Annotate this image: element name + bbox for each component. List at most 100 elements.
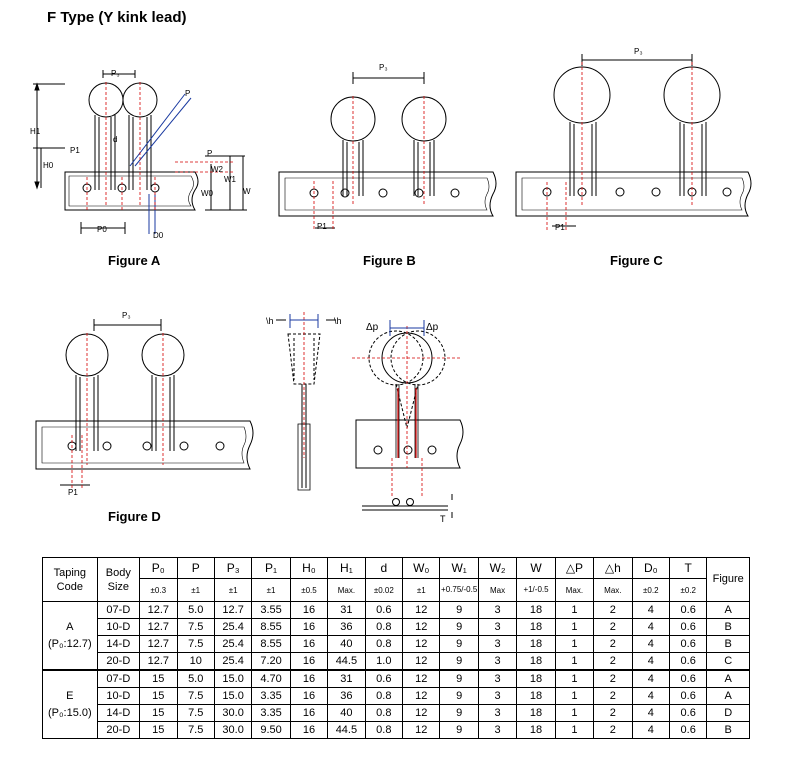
figure-b-drawing: P₃ P1 xyxy=(278,63,497,231)
header-w0: W₀ xyxy=(402,557,441,579)
header-p3: P₃ xyxy=(213,557,253,579)
fig-b-p3-label: P₃ xyxy=(379,63,388,72)
tol-delta-p: Max. xyxy=(554,578,595,602)
value-cell: 44.5 xyxy=(327,652,366,671)
value-cell: 31 xyxy=(327,601,366,619)
header-p1: P₁ xyxy=(251,557,291,579)
value-cell: 9 xyxy=(439,704,479,722)
value-cell: 12 xyxy=(402,721,441,739)
value-cell: 15.0 xyxy=(213,669,253,688)
value-cell: 12 xyxy=(402,601,441,619)
value-cell: 9 xyxy=(439,721,479,739)
fig-c-p3-label: P₃ xyxy=(634,47,643,56)
value-cell: 15 xyxy=(139,704,178,722)
taping-pitch: (P₀:12.7) xyxy=(47,637,92,650)
value-cell: 0.8 xyxy=(364,721,404,739)
value-cell: 4 xyxy=(631,635,670,653)
value-cell: 2 xyxy=(593,669,633,688)
value-cell: 16 xyxy=(289,721,329,739)
value-cell: 18 xyxy=(516,721,556,739)
side-view-drawing: \h \h xyxy=(266,312,342,491)
figure-c-drawing: P₃ P1 xyxy=(515,47,752,232)
value-cell: 12.7 xyxy=(139,635,178,653)
taping-code-cell: A(P₀:12.7) xyxy=(42,601,98,671)
value-cell: 18 xyxy=(516,669,556,688)
figure-d-drawing: P₃ P1 xyxy=(35,311,254,497)
value-cell: 7.5 xyxy=(176,687,215,705)
value-cell: 0.6 xyxy=(668,635,708,653)
value-cell: 40 xyxy=(327,635,366,653)
tol-d0: ±0.2 xyxy=(631,578,670,602)
tol-d: ±0.02 xyxy=(364,578,404,602)
value-cell: 0.6 xyxy=(668,721,708,739)
spec-table: Taping Code Body Size P₀ P P₃ P₁ H₀ H₁ d… xyxy=(42,557,750,739)
value-cell: 9 xyxy=(439,635,479,653)
value-cell: 16 xyxy=(289,601,329,619)
value-cell: 3.35 xyxy=(251,704,291,722)
fig-a-p-label: P xyxy=(185,89,190,98)
value-cell: 2 xyxy=(593,635,633,653)
figure-cell: C xyxy=(706,652,750,671)
value-cell: 15.0 xyxy=(213,687,253,705)
header-p0: P₀ xyxy=(139,557,178,579)
value-cell: 44.5 xyxy=(327,721,366,739)
tol-p0: ±0.3 xyxy=(139,578,178,602)
value-cell: 9.50 xyxy=(251,721,291,739)
figure-a-caption: Figure A xyxy=(108,253,161,268)
value-cell: 4 xyxy=(631,704,670,722)
tol-w: +1/-0.5 xyxy=(516,578,556,602)
value-cell: 36 xyxy=(327,618,366,636)
body-size-cell: 07-D xyxy=(96,669,141,688)
header-taping-code: Taping Code xyxy=(42,557,98,602)
header-d0: D₀ xyxy=(631,557,670,579)
tol-p3: ±1 xyxy=(213,578,253,602)
figure-cell: B xyxy=(706,635,750,653)
value-cell: 0.6 xyxy=(668,669,708,688)
value-cell: 30.0 xyxy=(213,721,253,739)
value-cell: 0.6 xyxy=(668,601,708,619)
value-cell: 15 xyxy=(139,687,178,705)
value-cell: 7.20 xyxy=(251,652,291,671)
value-cell: 0.8 xyxy=(364,618,404,636)
fig-d-p1-label: P1 xyxy=(68,488,78,497)
fig-a-pp-label: P xyxy=(207,149,212,158)
header-p: P xyxy=(176,557,215,579)
value-cell: 4 xyxy=(631,721,670,739)
header-taping-line1: Taping xyxy=(53,566,87,579)
value-cell: 3 xyxy=(477,652,518,671)
value-cell: 2 xyxy=(593,652,633,671)
value-cell: 9 xyxy=(439,618,479,636)
body-size-cell: 14-D xyxy=(96,704,141,722)
value-cell: 16 xyxy=(289,618,329,636)
value-cell: 3 xyxy=(477,704,518,722)
tilt-view-drawing: Δp Δp T xyxy=(352,320,464,523)
taping-code: E xyxy=(66,689,74,702)
value-cell: 7.5 xyxy=(176,635,215,653)
value-cell: 16 xyxy=(289,704,329,722)
body-size-cell: 10-D xyxy=(96,618,141,636)
value-cell: 5.0 xyxy=(176,669,215,688)
tilt-dp-left-label: Δp xyxy=(366,322,379,333)
value-cell: 4 xyxy=(631,601,670,619)
value-cell: 12 xyxy=(402,618,441,636)
value-cell: 1 xyxy=(554,669,595,688)
figure-d-caption: Figure D xyxy=(108,509,161,524)
value-cell: 3 xyxy=(477,687,518,705)
fig-a-w2-label: W2 xyxy=(211,165,224,174)
value-cell: 16 xyxy=(289,652,329,671)
value-cell: 0.6 xyxy=(364,601,404,619)
taping-pitch: (P₀:15.0) xyxy=(47,706,92,719)
value-cell: 25.4 xyxy=(213,635,253,653)
value-cell: 4 xyxy=(631,687,670,705)
value-cell: 10 xyxy=(176,652,215,671)
value-cell: 4 xyxy=(631,652,670,671)
tol-t: ±0.2 xyxy=(668,578,708,602)
value-cell: 1 xyxy=(554,652,595,671)
value-cell: 16 xyxy=(289,669,329,688)
value-cell: 12 xyxy=(402,635,441,653)
value-cell: 2 xyxy=(593,687,633,705)
tol-p: ±1 xyxy=(176,578,215,602)
